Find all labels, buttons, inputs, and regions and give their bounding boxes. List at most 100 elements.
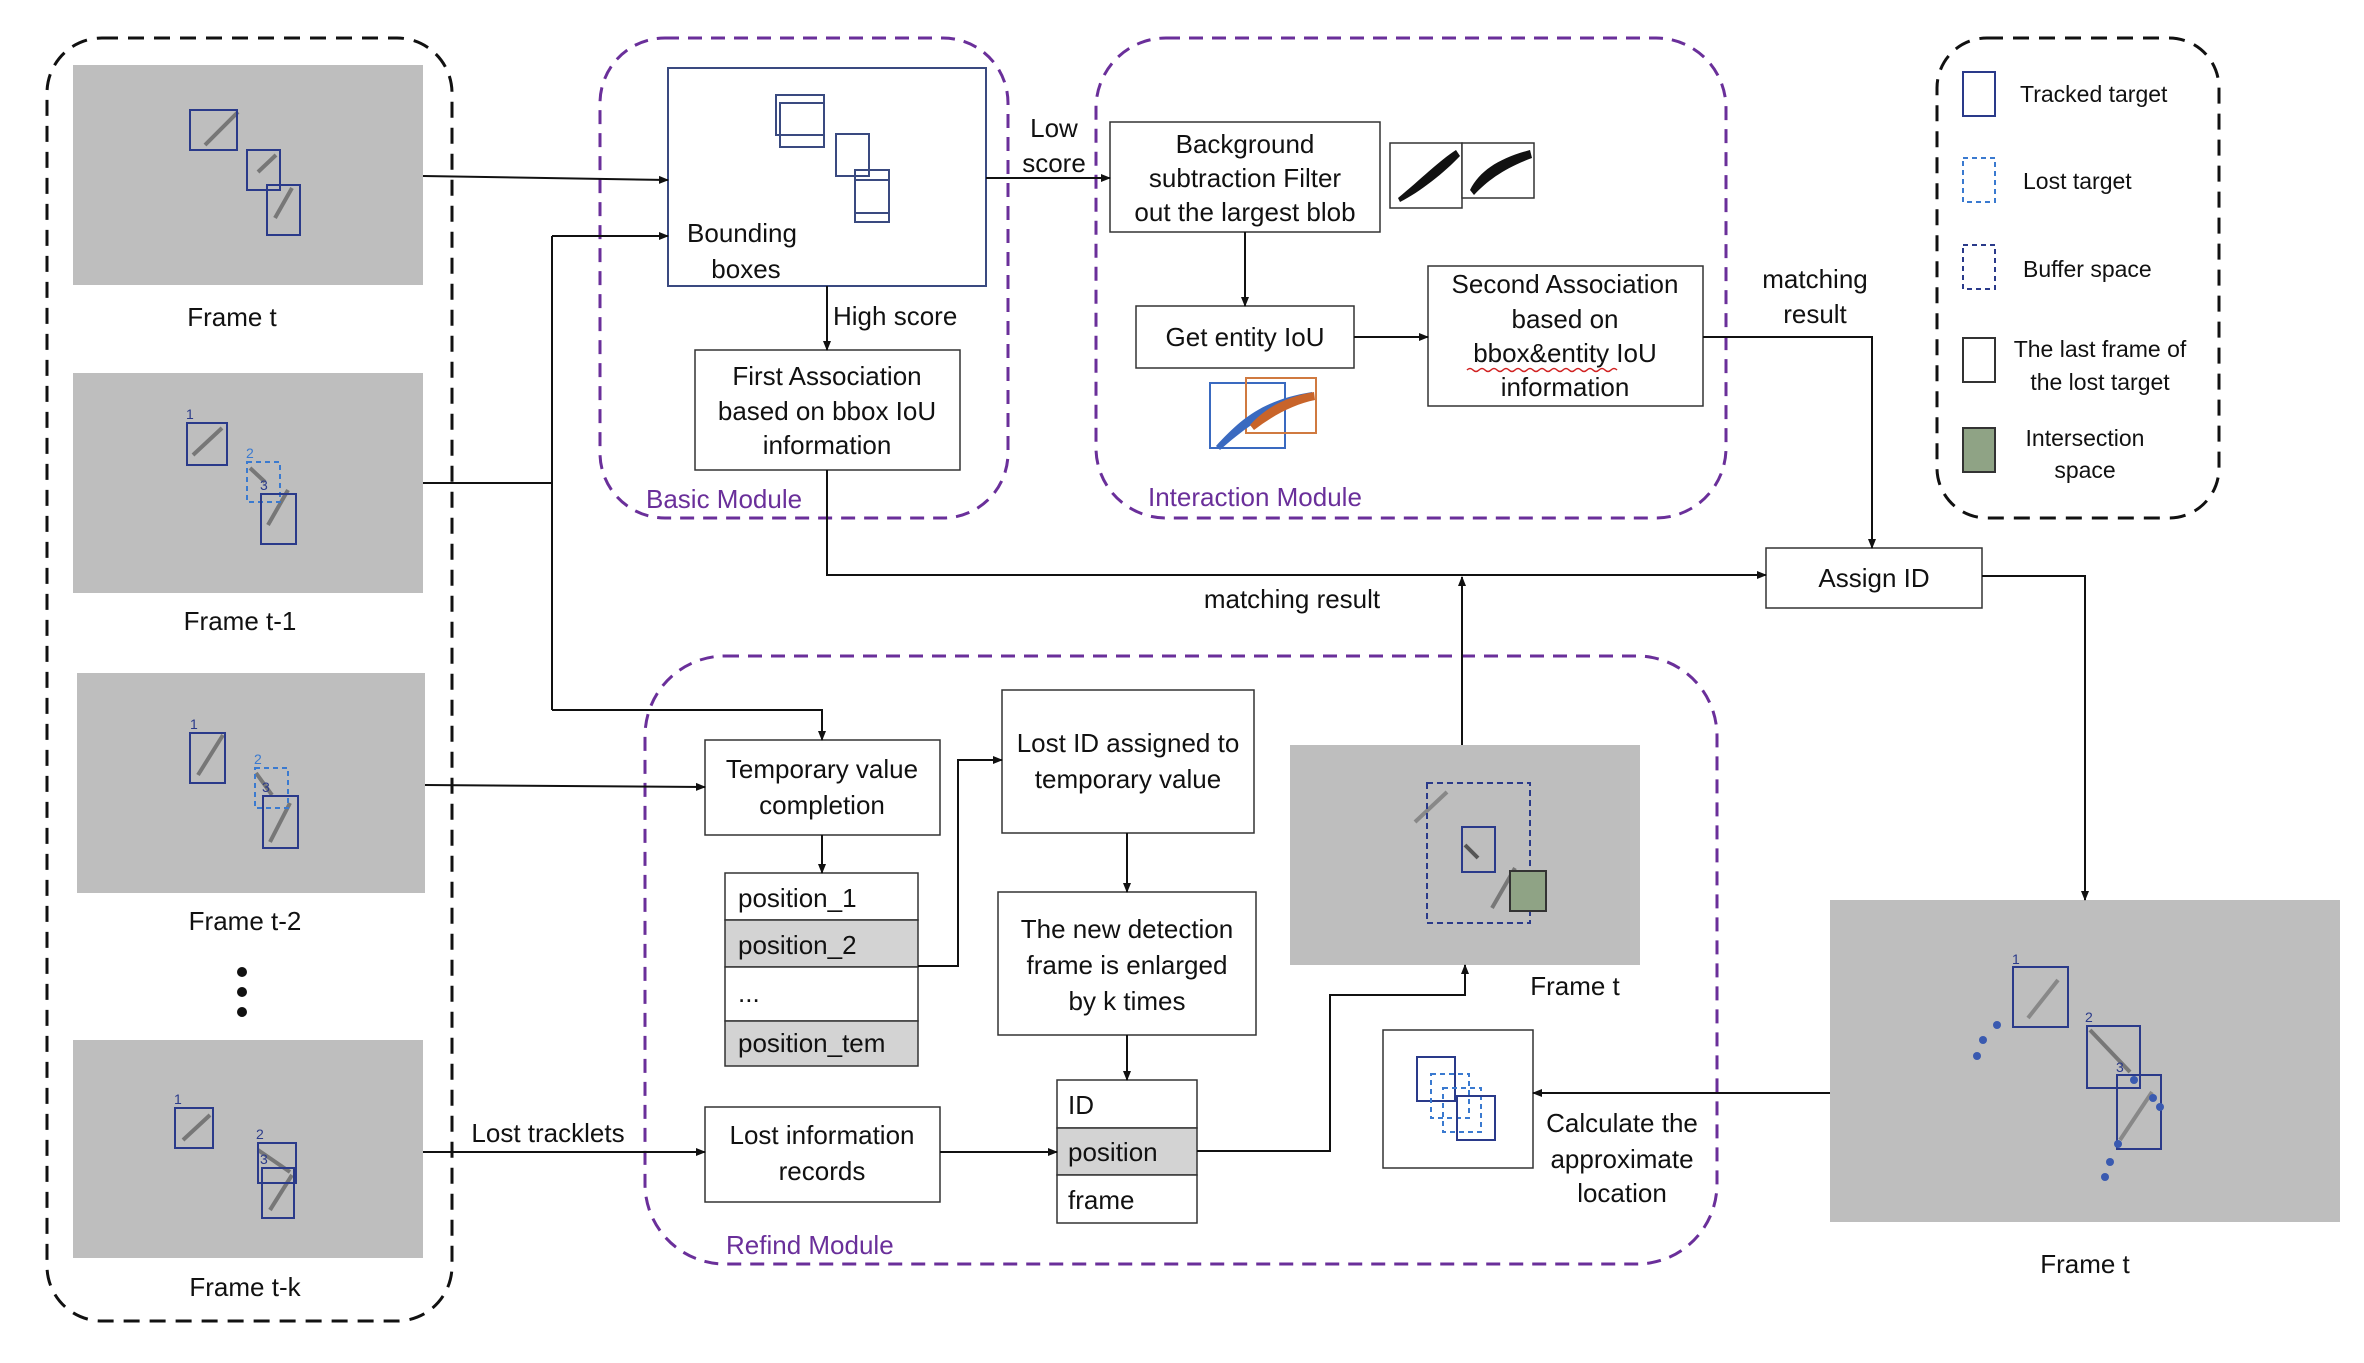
legend-buffer-swatch [1962, 244, 1996, 290]
legend: Tracked target Lost target Buffer space … [1962, 71, 2187, 483]
legend-lost-label: Lost target [2023, 168, 2132, 194]
frame-right-id-1: 1 [2012, 951, 2020, 967]
legend-intersection-label-2: space [2054, 457, 2115, 483]
assign-id-label: Assign ID [1818, 563, 1929, 593]
lost-tracklets-label: Lost tracklets [471, 1118, 624, 1148]
record-field-id: ID [1068, 1090, 1094, 1120]
blob-thumbnails [1389, 142, 1535, 209]
lost-id-box [1001, 689, 1255, 834]
background-subtraction-line-1: Background [1176, 129, 1315, 159]
second-association-line-1: Second Association [1452, 269, 1679, 299]
background-subtraction-box [1109, 121, 1381, 233]
second-association-line-3: bbox&entity IoU [1473, 338, 1657, 368]
frame-t-label: Frame t [187, 302, 277, 332]
frame-t-mid-label: Frame t [1530, 971, 1620, 1001]
matching-result-bottom-label: matching result [1204, 584, 1381, 614]
frame-t-k-image: 1 2 3 [73, 1040, 423, 1258]
frame-t-2-id-2: 2 [254, 751, 262, 767]
matching-result-label-1: matching [1762, 264, 1868, 294]
bounding-boxes-label-2: boxes [711, 254, 780, 284]
first-association-line-2: based on bbox IoU [718, 396, 936, 426]
calculate-location-line-2: approximate [1550, 1144, 1693, 1174]
background-subtraction-line-2: subtraction Filter [1149, 163, 1342, 193]
frame-t-k-label: Frame t-k [189, 1272, 301, 1302]
frame-t-1-id-2: 2 [246, 445, 254, 461]
legend-lost-swatch [1962, 157, 1996, 203]
bounding-boxes-panel [667, 67, 987, 287]
frame-t-image [73, 65, 423, 285]
calculate-location-line-1: Calculate the [1546, 1108, 1698, 1138]
frame-t-2-id-1: 1 [190, 716, 198, 732]
lost-information-line-1: Lost information [730, 1120, 915, 1150]
bounding-boxes-label-1: Bounding [687, 218, 797, 248]
legend-intersection-label-1: Intersection [2026, 425, 2145, 451]
legend-buffer-label: Buffer space [2023, 256, 2152, 282]
lost-id-line-1: Lost ID assigned to [1017, 728, 1240, 758]
lost-information-box [704, 1106, 941, 1203]
matching-result-label-2: result [1783, 299, 1847, 329]
first-association-line-3: information [763, 430, 892, 460]
record-field-position: position [1068, 1137, 1158, 1167]
new-detection-line-3: by k times [1068, 986, 1185, 1016]
first-association-line-1: First Association [732, 361, 921, 391]
basic-module-title: Basic Module [646, 484, 802, 514]
frame-t-1-label: Frame t-1 [184, 606, 297, 636]
assign-id-box [1765, 547, 1983, 609]
legend-last-frame-swatch [1962, 337, 1996, 383]
lost-information-line-2: records [779, 1156, 866, 1186]
frame-t-1-image: 1 2 3 [73, 373, 423, 593]
refind-module-title: Refind Module [726, 1230, 894, 1260]
low-score-label-2: score [1022, 148, 1086, 178]
frame-t-right-image: 1 2 3 [1830, 900, 2340, 1222]
temporary-value-line-1: Temporary value [726, 754, 918, 784]
second-association-line-4: information [1501, 372, 1630, 402]
frame-right-id-3: 3 [2116, 1059, 2124, 1075]
frame-t-mid-image [1290, 745, 1640, 965]
position-row-3: ... [738, 978, 760, 1008]
legend-intersection-swatch [1962, 427, 1996, 473]
interaction-module-title: Interaction Module [1148, 482, 1362, 512]
position-table: position_1 position_2 ... position_tem [724, 872, 919, 1067]
low-score-label-1: Low [1030, 113, 1078, 143]
interaction-module-border [1094, 36, 1728, 520]
entity-iou-label: Get entity IoU [1166, 322, 1325, 352]
position-row-4: position_tem [738, 1028, 885, 1058]
frame-right-id-2: 2 [2085, 1009, 2093, 1025]
frame-t-1-id-1: 1 [186, 406, 194, 422]
frame-t-2-image: 1 2 3 [77, 673, 425, 893]
bounding-box-shapes [775, 94, 890, 223]
record-field-frame: frame [1068, 1185, 1134, 1215]
legend-border [1935, 36, 2221, 520]
iou-overlap-image [1209, 377, 1317, 450]
lost-id-line-2: temporary value [1035, 764, 1221, 794]
legend-last-frame-label-1: The last frame of [2014, 336, 2187, 362]
connectors [422, 174, 2089, 1156]
high-score-label: High score [833, 301, 957, 331]
second-association-line-2: based on [1512, 304, 1619, 334]
record-table: ID position frame [1056, 1079, 1198, 1224]
frame-t-k-id-1: 1 [174, 1091, 182, 1107]
background-subtraction-line-3: out the largest blob [1134, 197, 1355, 227]
frame-t-2-label: Frame t-2 [189, 906, 302, 936]
second-association-box [1427, 265, 1704, 407]
legend-last-frame-label-2: the lost target [2030, 369, 2170, 395]
calculate-location-line-3: location [1577, 1178, 1667, 1208]
new-detection-line-1: The new detection [1021, 914, 1233, 944]
new-detection-line-2: frame is enlarged [1027, 950, 1228, 980]
entity-iou-box [1135, 305, 1355, 369]
new-detection-box [997, 891, 1257, 1036]
spell-underline [1466, 367, 1618, 373]
approximate-location-panel [1382, 1029, 1534, 1169]
temporary-value-box [704, 739, 941, 836]
position-row-2: position_2 [738, 930, 857, 960]
position-row-1: position_1 [738, 883, 857, 913]
ellipsis-icon [237, 967, 247, 1017]
frames-group-border [45, 36, 454, 1323]
frame-t-1-id-3: 3 [260, 477, 268, 493]
frame-t-2-id-3: 3 [262, 779, 270, 795]
frame-t-k-id-2: 2 [256, 1126, 264, 1142]
legend-tracked-swatch [1962, 71, 1996, 117]
legend-tracked-label: Tracked target [2020, 81, 2168, 107]
frame-t-right-label: Frame t [2040, 1249, 2130, 1279]
